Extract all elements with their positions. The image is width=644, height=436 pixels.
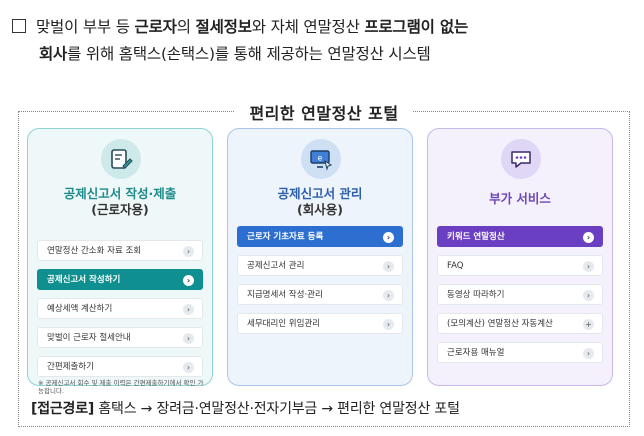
chevron-right-icon: › — [383, 261, 394, 272]
chevron-right-icon: › — [583, 290, 594, 301]
intro-line-2: 회사를 위해 홈택스(손택스)를 통해 제공하는 연말정산 시스템 — [39, 45, 431, 63]
chevron-right-icon: › — [183, 362, 194, 373]
menu-item-register-employee[interactable]: 근로자 기초자료 등록› — [237, 226, 403, 247]
portal-title: 편리한 연말정산 포털 — [19, 100, 629, 124]
intro-line-1: 맞벌이 부부 등 근로자의 절세정보와 자체 연말정산 프로그램이 없는 — [12, 14, 636, 41]
card-title: 공제신고서 작성·제출(근로자용) — [63, 186, 177, 217]
chevron-right-icon: › — [383, 290, 394, 301]
menu-list: 근로자 기초자료 등록› 공제신고서 관리› 지급명세서 작성·관리› 세무대리… — [237, 226, 403, 342]
chevron-right-icon: › — [183, 304, 194, 315]
menu-item-manual[interactable]: 근로자용 매뉴얼› — [437, 342, 603, 363]
menu-item-auto-calc[interactable]: (모의계산) 연말정산 자동계산+ — [437, 313, 603, 334]
chevron-right-icon: › — [183, 333, 194, 344]
menu-item-tax-agent[interactable]: 세무대리인 위임관리› — [237, 313, 403, 334]
chevron-right-icon: › — [583, 261, 594, 272]
menu-item-payment-statement[interactable]: 지급명세서 작성·관리› — [237, 284, 403, 305]
portal-frame: 편리한 연말정산 포털 공제신고서 작성·제출(근로자용) 연말정산 간소화 자… — [18, 104, 630, 427]
card-company: e 공제신고서 관리(회사용) 근로자 기초자료 등록› 공제신고서 관리› 지… — [227, 128, 413, 386]
menu-item-write-deduction[interactable]: 공제신고서 작성하기› — [37, 269, 203, 290]
menu-item-video-guide[interactable]: 동영상 따라하기› — [437, 284, 603, 305]
menu-item-faq[interactable]: FAQ› — [437, 255, 603, 276]
card-extra-services: 부가 서비스 키워드 연말정산› FAQ› 동영상 따라하기› (모의계산) 연… — [427, 128, 613, 386]
menu-item-dual-income-guide[interactable]: 맞벌이 근로자 절세안내› — [37, 327, 203, 348]
checkbox-bullet-icon — [12, 19, 26, 33]
card-note: ※ 공제신고서 회수 및 제출 이력은 간편제출하기에서 확인 가능합니다. — [38, 379, 204, 395]
chevron-right-icon: › — [583, 348, 594, 359]
card-title: 공제신고서 관리(회사용) — [277, 186, 363, 217]
document-edit-icon — [101, 139, 141, 179]
intro-text: 맞벌이 부부 등 근로자의 절세정보와 자체 연말정산 프로그램이 없는 회사를… — [12, 14, 636, 68]
chat-bubble-icon — [501, 139, 541, 179]
chevron-right-icon: › — [383, 232, 394, 243]
plus-icon: + — [583, 319, 594, 330]
chevron-right-icon: › — [183, 246, 194, 257]
card-title: 부가 서비스 — [489, 191, 551, 206]
menu-item-quick-submit[interactable]: 간편제출하기› — [37, 356, 203, 377]
menu-list: 연말정산 간소화 자료 조회› 공제신고서 작성하기› 예상세액 계산하기› 맞… — [37, 240, 203, 385]
menu-item-keyword[interactable]: 키워드 연말정산› — [437, 226, 603, 247]
chevron-right-icon: › — [583, 232, 594, 243]
menu-item-simplified-data[interactable]: 연말정산 간소화 자료 조회› — [37, 240, 203, 261]
chevron-right-icon: › — [183, 275, 194, 286]
access-path: [접근경로] 홈택스 → 장려금·연말정산·전자기부금 → 편리한 연말정산 포… — [31, 401, 460, 417]
chevron-right-icon: › — [383, 319, 394, 330]
menu-list: 키워드 연말정산› FAQ› 동영상 따라하기› (모의계산) 연말정산 자동계… — [437, 226, 603, 371]
monitor-cursor-icon: e — [301, 139, 341, 179]
menu-item-estimate-tax[interactable]: 예상세액 계산하기› — [37, 298, 203, 319]
menu-item-manage-deduction[interactable]: 공제신고서 관리› — [237, 255, 403, 276]
svg-text:e: e — [318, 154, 323, 163]
card-employee: 공제신고서 작성·제출(근로자용) 연말정산 간소화 자료 조회› 공제신고서 … — [27, 128, 213, 395]
